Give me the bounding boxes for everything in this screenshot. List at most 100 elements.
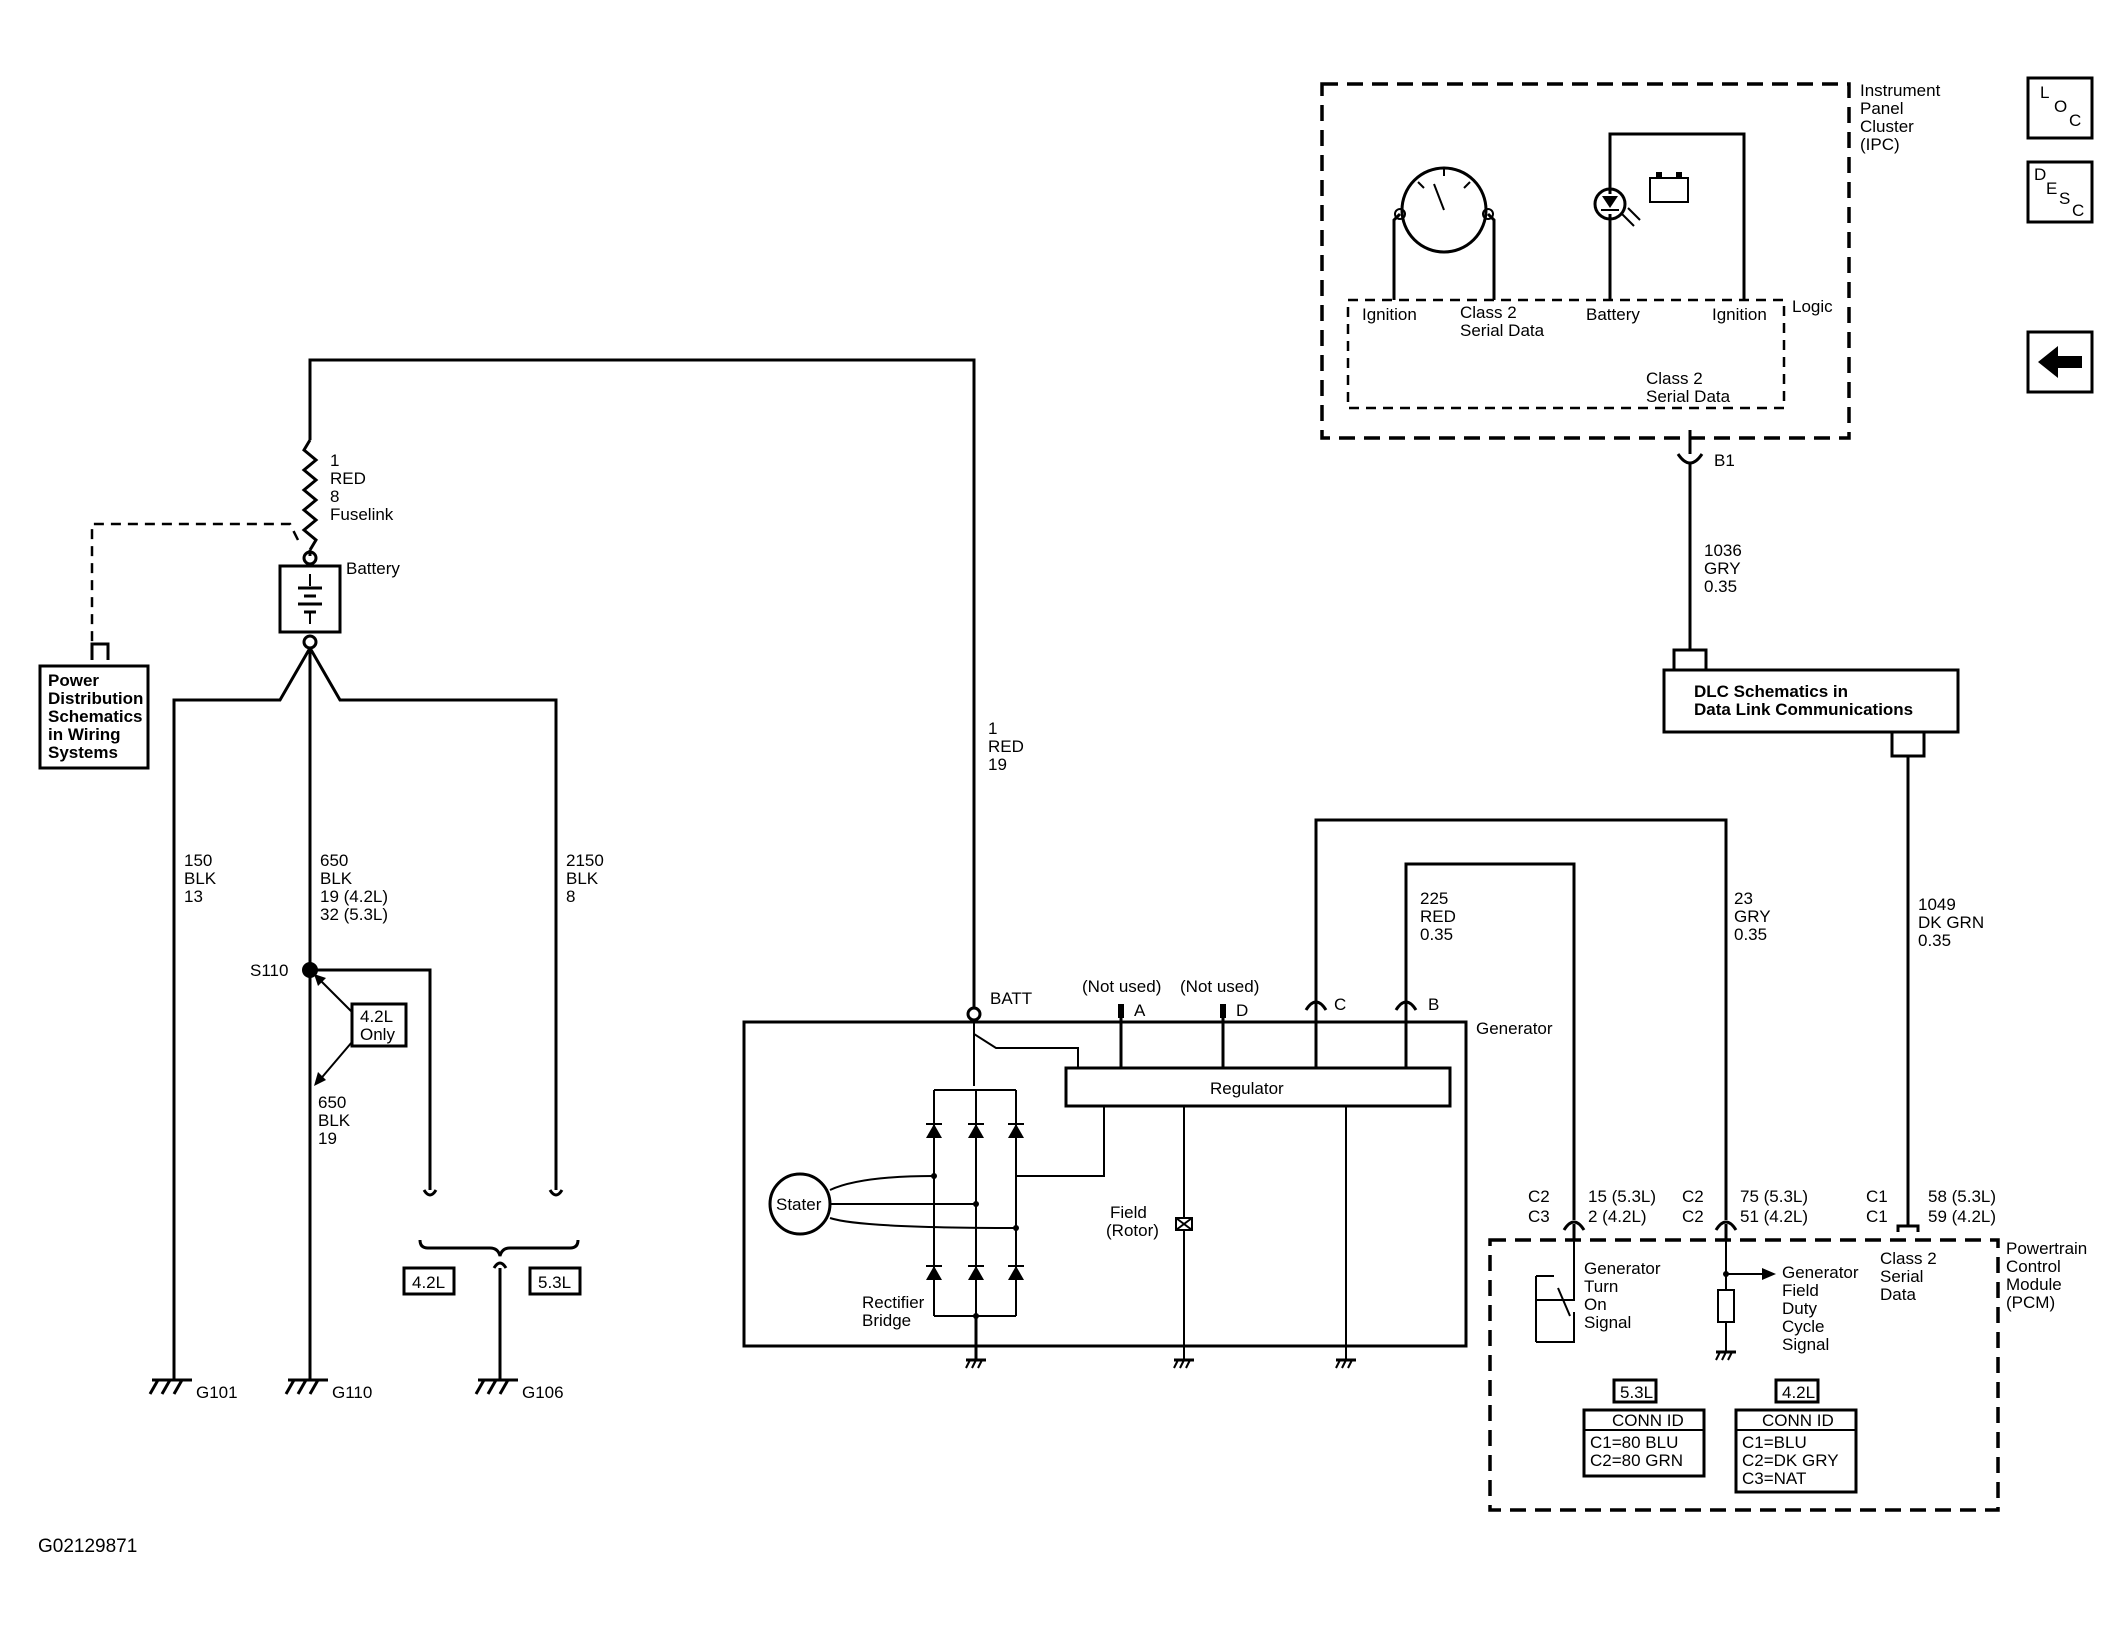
dlc-connector-bottom bbox=[1890, 732, 1926, 758]
svg-text:58 (5.3L): 58 (5.3L) bbox=[1928, 1187, 1996, 1206]
back-arrow-icon bbox=[2038, 346, 2082, 378]
svg-text:Generator: Generator bbox=[1782, 1263, 1859, 1282]
engine-53-badge: 5.3L bbox=[1612, 1378, 1658, 1404]
svg-text:4.2L: 4.2L bbox=[360, 1007, 393, 1026]
svg-text:Signal: Signal bbox=[1782, 1335, 1829, 1354]
svg-text:5.3L: 5.3L bbox=[538, 1273, 571, 1292]
svg-text:G110: G110 bbox=[332, 1383, 372, 1402]
svg-text:C1: C1 bbox=[1866, 1187, 1888, 1206]
ipc-title-3: Cluster bbox=[1860, 117, 1914, 136]
svg-text:5.3L: 5.3L bbox=[1620, 1383, 1653, 1402]
power-dist-link-line bbox=[90, 522, 300, 644]
dlc-connector-top bbox=[1672, 648, 1708, 670]
svg-text:8: 8 bbox=[330, 487, 339, 506]
svg-text:C: C bbox=[2072, 201, 2084, 220]
svg-text:51 (4.2L): 51 (4.2L) bbox=[1740, 1207, 1808, 1226]
wire-23 bbox=[1314, 818, 1728, 1220]
regulator-label: Regulator bbox=[1210, 1079, 1284, 1098]
svg-text:Signal: Signal bbox=[1584, 1313, 1631, 1332]
wire-2150 bbox=[308, 647, 558, 1190]
svg-text:G101: G101 bbox=[196, 1383, 238, 1402]
svg-text:C2: C2 bbox=[1528, 1187, 1550, 1206]
svg-text:Systems: Systems bbox=[48, 743, 118, 762]
svg-text:1: 1 bbox=[988, 719, 997, 738]
svg-text:23: 23 bbox=[1734, 889, 1753, 908]
turn-on-switch-icon bbox=[1535, 1240, 1575, 1343]
svg-text:1049: 1049 bbox=[1918, 895, 1956, 914]
svg-text:0.35: 0.35 bbox=[1734, 925, 1767, 944]
fuselink-label: 1 RED 8 Fuselink bbox=[330, 451, 394, 524]
ipc-class2-bottom-2: Serial Data bbox=[1646, 387, 1731, 406]
battery bbox=[278, 550, 342, 650]
wire-23-label: 23 GRY 0.35 bbox=[1734, 889, 1771, 944]
stator bbox=[768, 1106, 1105, 1236]
svg-text:Cycle: Cycle bbox=[1782, 1317, 1825, 1336]
svg-text:DLC Schematics in: DLC Schematics in bbox=[1694, 682, 1848, 701]
svg-text:C1=BLU: C1=BLU bbox=[1742, 1433, 1807, 1452]
svg-text:DK GRN: DK GRN bbox=[1918, 913, 1984, 932]
conn-id-42-table: CONN ID C1=BLU C2=DK GRY C3=NAT bbox=[1734, 1408, 1858, 1494]
battery-warning-lamp-icon bbox=[1593, 132, 1746, 300]
not-used-d-label: (Not used) bbox=[1180, 977, 1259, 996]
loc-button[interactable]: L O C bbox=[2026, 76, 2094, 140]
pcm-title-1: Powertrain bbox=[2006, 1239, 2087, 1258]
ipc-class2-top-1: Class 2 bbox=[1460, 303, 1517, 322]
ipc-title-4: (IPC) bbox=[1860, 135, 1900, 154]
wire-2150-label: 2150 BLK 8 bbox=[566, 851, 604, 906]
ground-g110: G110 bbox=[284, 1378, 372, 1402]
svg-text:Turn: Turn bbox=[1584, 1277, 1618, 1296]
desc-button[interactable]: D E S C bbox=[2026, 160, 2094, 224]
wire-1049-label: 1049 DK GRN 0.35 bbox=[1918, 895, 1984, 950]
wire-1036-label: 1036 GRY 0.35 bbox=[1704, 541, 1742, 596]
svg-text:2 (4.2L): 2 (4.2L) bbox=[1588, 1207, 1647, 1226]
svg-text:C: C bbox=[2069, 111, 2081, 130]
ipc-ignition-left: Ignition bbox=[1362, 305, 1417, 324]
connector-b1: B1 bbox=[1676, 430, 1735, 470]
only-42-badge: 4.2L Only bbox=[350, 1002, 408, 1048]
pcm-title-4: (PCM) bbox=[2006, 1293, 2055, 1312]
svg-text:C1: C1 bbox=[1866, 1207, 1888, 1226]
wire-225-label: 225 RED 0.35 bbox=[1420, 889, 1456, 944]
svg-text:59 (4.2L): 59 (4.2L) bbox=[1928, 1207, 1996, 1226]
power-distribution-link[interactable]: Power Distribution Schematics in Wiring … bbox=[38, 664, 150, 770]
power-dist-connector bbox=[90, 642, 110, 660]
svg-text:4.2L: 4.2L bbox=[412, 1273, 445, 1292]
wire-150-label: 150 BLK 13 bbox=[184, 851, 217, 906]
field-label-2: (Rotor) bbox=[1106, 1221, 1159, 1240]
svg-text:BLK: BLK bbox=[320, 869, 353, 888]
back-button[interactable] bbox=[2026, 330, 2094, 394]
stator-label: Stater bbox=[776, 1195, 822, 1214]
svg-text:Data Link Communications: Data Link Communications bbox=[1694, 700, 1913, 719]
dlc-schematics-link[interactable]: DLC Schematics in Data Link Communicatio… bbox=[1662, 668, 1960, 734]
svg-text:G106: G106 bbox=[522, 1383, 564, 1402]
svg-text:RED: RED bbox=[1420, 907, 1456, 926]
pin-c-label: C bbox=[1334, 995, 1346, 1014]
option-42-badge: 4.2L bbox=[402, 1266, 456, 1296]
svg-text:B1: B1 bbox=[1714, 451, 1735, 470]
engine-42-badge: 4.2L bbox=[1774, 1378, 1820, 1404]
svg-text:Distribution: Distribution bbox=[48, 689, 143, 708]
wire-225 bbox=[1404, 862, 1576, 1220]
svg-text:Serial: Serial bbox=[1880, 1267, 1923, 1286]
wire-150 bbox=[172, 647, 312, 1380]
svg-text:150: 150 bbox=[184, 851, 212, 870]
ipc-module: Instrument Panel Cluster (IPC) Logic bbox=[1320, 81, 1941, 440]
svg-text:Schematics: Schematics bbox=[48, 707, 143, 726]
ipc-battery-label: Battery bbox=[1586, 305, 1640, 324]
svg-text:19: 19 bbox=[318, 1129, 337, 1148]
svg-text:1: 1 bbox=[330, 451, 339, 470]
svg-text:RED: RED bbox=[988, 737, 1024, 756]
svg-text:1036: 1036 bbox=[1704, 541, 1742, 560]
field-label-1: Field bbox=[1110, 1203, 1147, 1222]
svg-text:32 (5.3L): 32 (5.3L) bbox=[320, 905, 388, 924]
wire-650-top-label: 650 BLK 19 (4.2L) 32 (5.3L) bbox=[320, 851, 388, 924]
svg-text:650: 650 bbox=[320, 851, 348, 870]
pin-d-label: D bbox=[1236, 1001, 1248, 1020]
option-53-badge: 5.3L bbox=[528, 1266, 582, 1296]
pin-a-label: A bbox=[1134, 1001, 1146, 1020]
svg-text:650: 650 bbox=[318, 1093, 346, 1112]
svg-text:Power: Power bbox=[48, 671, 99, 690]
pcm-title-3: Module bbox=[2006, 1275, 2062, 1294]
svg-text:CONN ID: CONN ID bbox=[1612, 1411, 1684, 1430]
rectifier-label-1: Rectifier bbox=[862, 1293, 925, 1312]
